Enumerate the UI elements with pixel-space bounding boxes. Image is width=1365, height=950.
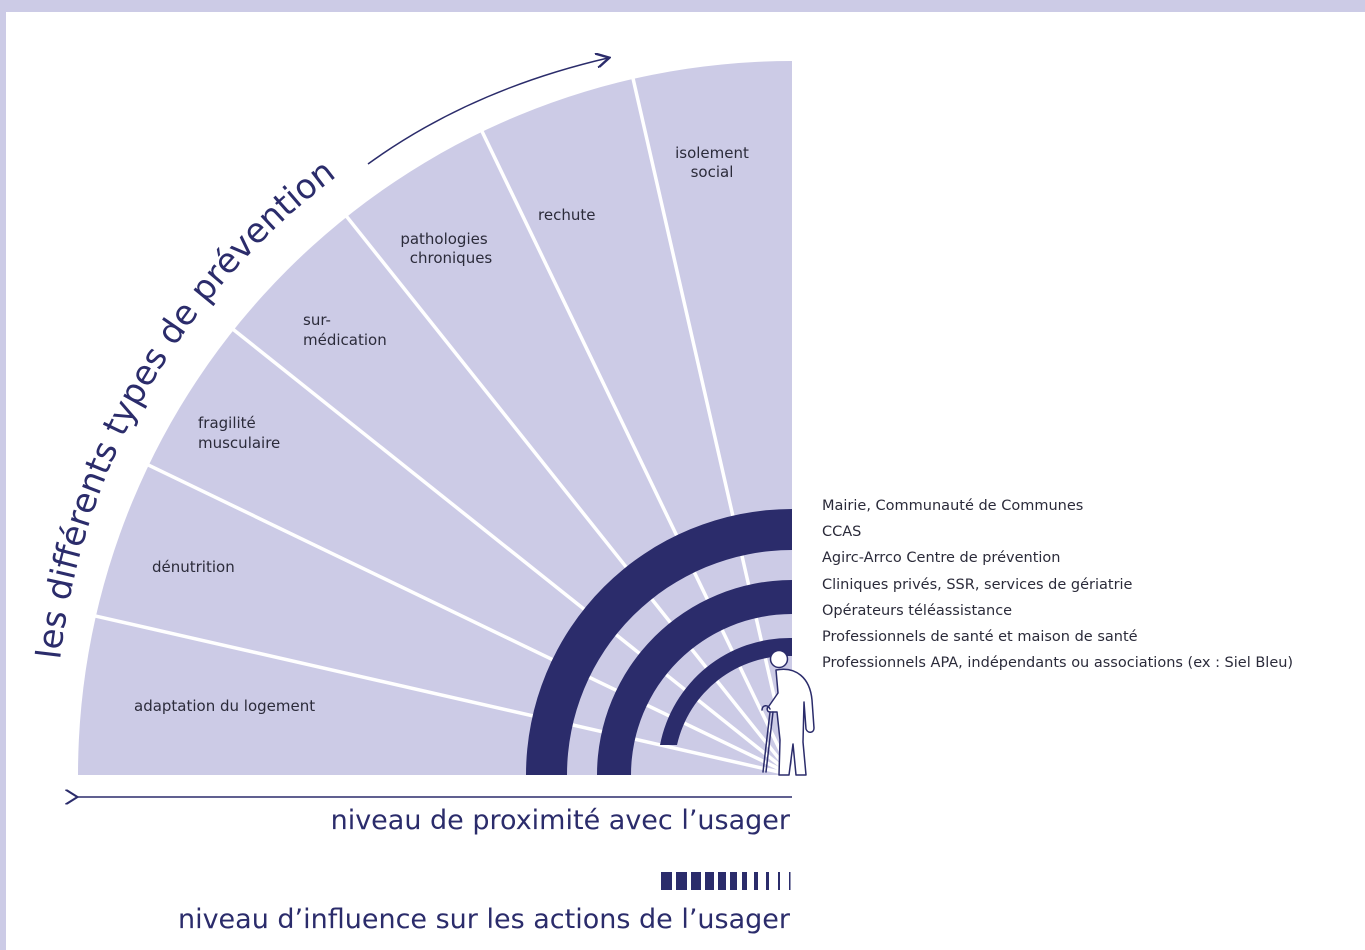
segment-label-adaptation-logement: adaptation du logement	[134, 697, 315, 715]
influence-ring-inner	[660, 637, 792, 745]
segment-separators	[93, 76, 794, 777]
influence-axis-label: niveau d’influence sur les actions de l’…	[177, 904, 790, 935]
segment-label-rechute: rechute	[538, 206, 595, 224]
influence-rings	[526, 509, 792, 775]
segment-separator	[344, 214, 794, 777]
legend-item: Cliniques privés, SSR, services de géria…	[822, 576, 1133, 593]
influence-ring-outer	[526, 509, 792, 775]
curved-arrow-right-icon	[367, 58, 608, 165]
segment-separator	[146, 462, 793, 777]
legend-item: Agirc-Arrco Centre de prévention	[822, 550, 1061, 567]
segment-separator	[231, 327, 794, 777]
segment-separator	[93, 613, 793, 777]
legend-item: Mairie, Communauté de Communes	[822, 498, 1084, 514]
segment-separator	[479, 129, 794, 776]
fan-background	[78, 61, 792, 775]
influence-scale-icon	[661, 872, 791, 890]
legend-item: Professionnels de santé et maison de san…	[822, 629, 1138, 646]
influence-ring-middle	[597, 580, 792, 775]
proximity-axis-label: niveau de proximité avec l’usager	[330, 805, 790, 836]
legend-item: CCAS	[822, 524, 862, 541]
elderly-person-with-cane-icon	[761, 649, 815, 776]
segment-labels: adaptation du logement dénutrition fragi…	[134, 144, 749, 715]
legend-item: Professionnels APA, indépendants ou asso…	[822, 655, 1294, 672]
segment-separator	[630, 76, 794, 776]
segment-label-sur-medication: sur-médication	[303, 311, 387, 349]
legend-item: Opérateurs téléassistance	[822, 602, 1013, 619]
actors-legend: Mairie, Communauté de Communes CCAS Agir…	[822, 493, 1293, 676]
segment-label-denutrition: dénutrition	[152, 558, 235, 576]
